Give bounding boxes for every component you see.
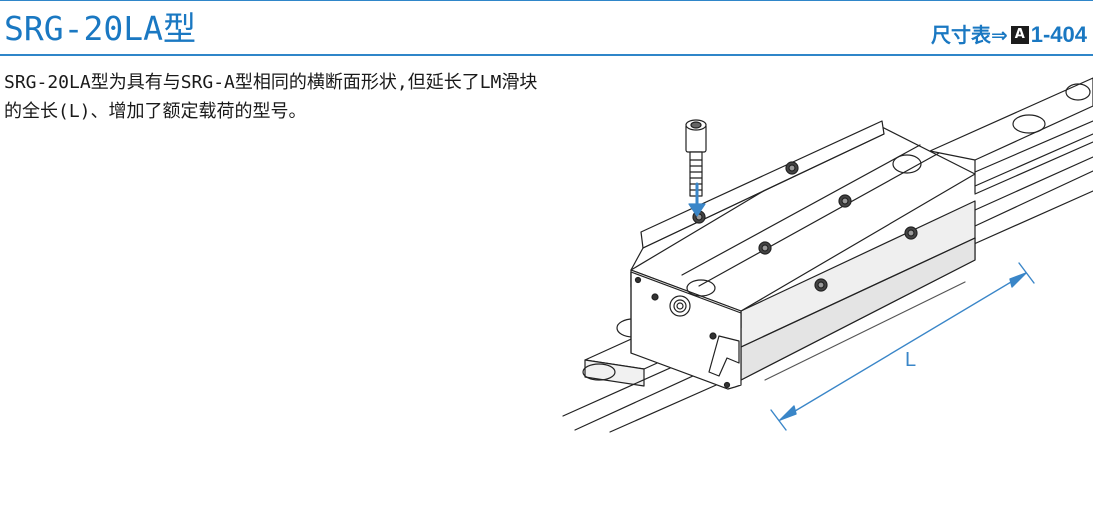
page-title: SRG-20LA型	[4, 9, 196, 48]
dimension-table-reference[interactable]: 尺寸表⇒ A 1-404	[931, 22, 1087, 48]
length-dimension-line	[770, 262, 1035, 431]
insert-arrow-icon	[688, 182, 706, 217]
reference-prefix: 尺寸表⇒	[930, 23, 1008, 47]
title-rule	[0, 54, 1093, 56]
dimension-label-l: L	[905, 349, 916, 371]
top-rule	[0, 0, 1093, 1]
product-description: SRG-20LA型为具有与SRG-A型相同的横断面形状,但延长了LM滑块的全长(…	[4, 72, 538, 122]
reference-page-number: 1-404	[1030, 22, 1087, 47]
tapped-holes	[692, 161, 918, 292]
end-plate	[630, 271, 742, 390]
lm-rail	[562, 77, 1093, 433]
linear-guide-illustration: L	[535, 60, 1093, 440]
section-a-badge-icon: A	[1010, 26, 1029, 44]
cap-bolt-icon	[685, 119, 707, 197]
